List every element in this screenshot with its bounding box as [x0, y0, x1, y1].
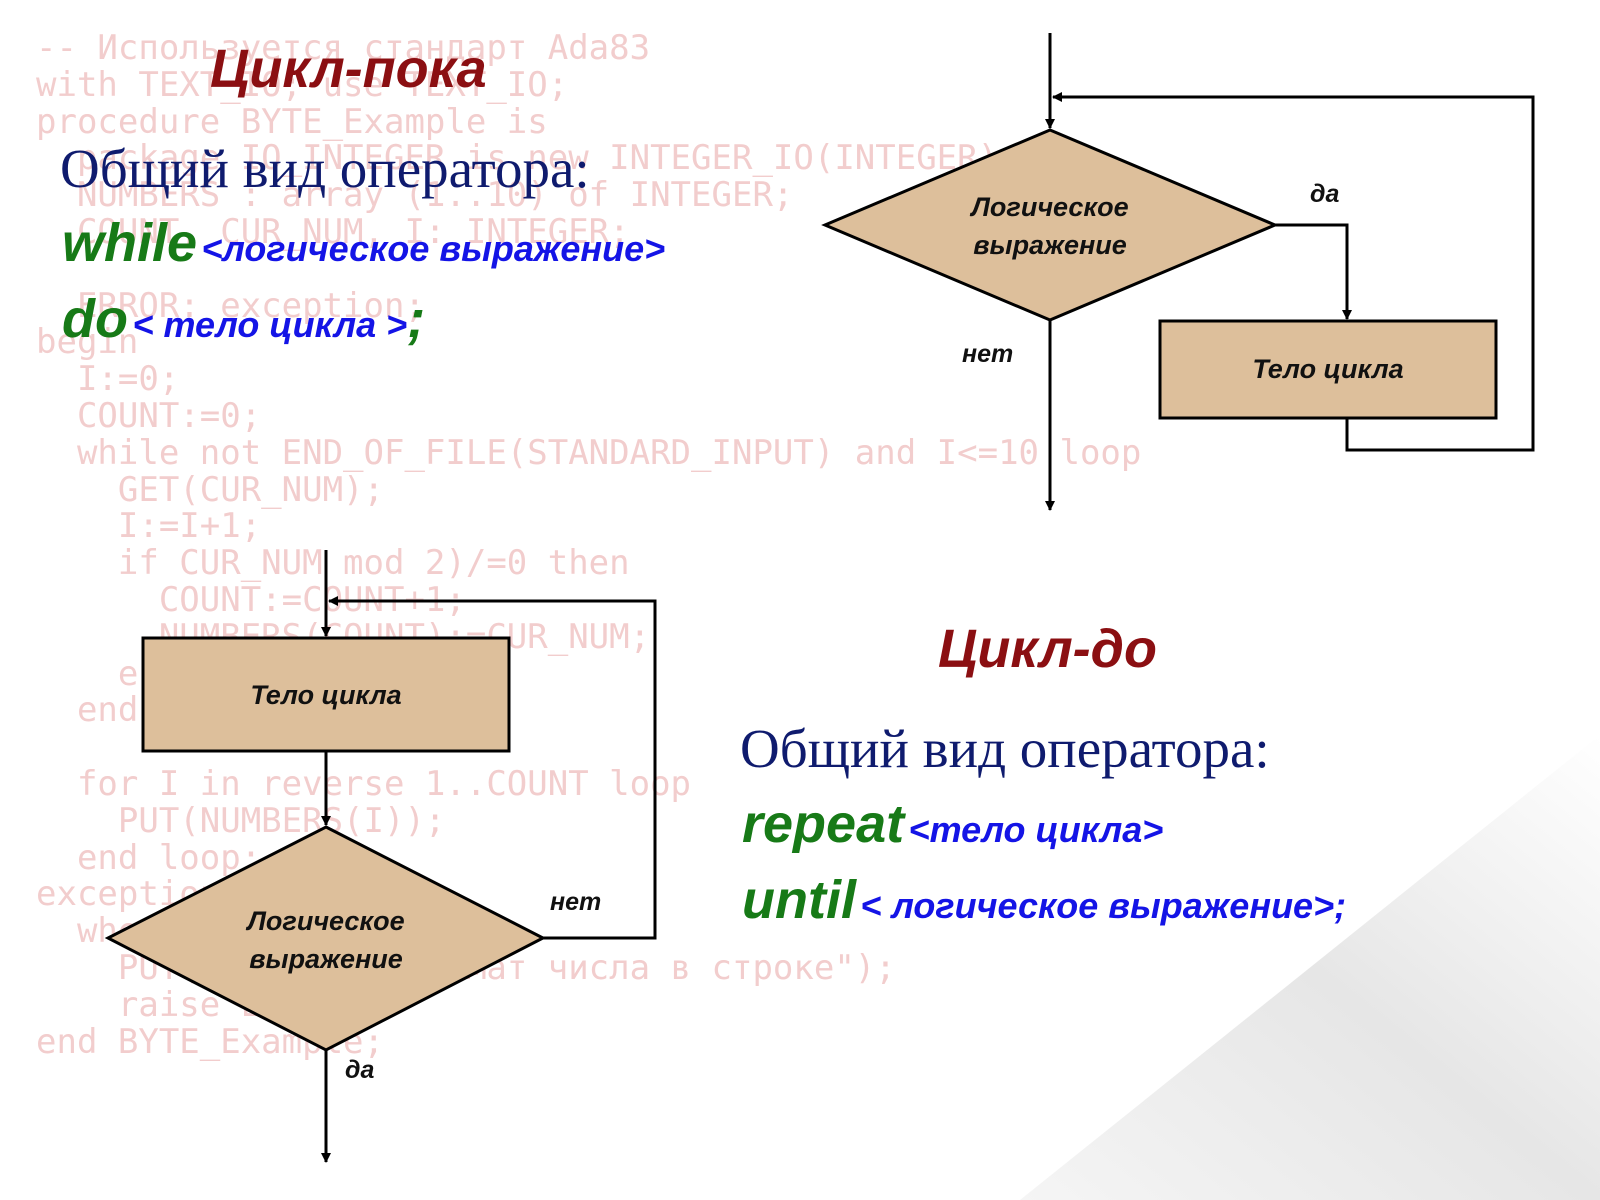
- while-yes-connector: [1275, 223, 1352, 320]
- while-no-label: нет: [962, 340, 1014, 368]
- repeat-condition-placeholder: < логическое выражение>;: [860, 885, 1347, 926]
- repeat-no-label: нет: [550, 888, 602, 916]
- while-body-box: [1158, 319, 1498, 420]
- while-decision-label: Логическое выражение: [900, 188, 1200, 264]
- repeat-body-box: [141, 636, 511, 753]
- while-flowchart: [821, 33, 1535, 511]
- repeat-decision-label-line-1: Логическое: [247, 906, 405, 936]
- while-body-label: Тело цикла: [1252, 354, 1404, 384]
- repeat-subtitle: Общий вид оператора:: [740, 718, 1270, 779]
- while-decision-label-line-1: Логическое: [971, 192, 1129, 222]
- while-keyword: while: [62, 213, 198, 273]
- while-syntax-line-2: do < тело цикла >;: [62, 288, 425, 350]
- repeat-body-placeholder: <тело цикла>: [908, 809, 1164, 850]
- repeat-keyword: repeat: [742, 794, 905, 854]
- repeat-syntax-line-1: repeat <тело цикла>: [742, 793, 1163, 855]
- while-terminator: ;: [407, 289, 426, 349]
- repeat-yes-label: да: [345, 1056, 375, 1084]
- while-title: Цикл-пока: [210, 39, 487, 99]
- repeat-title: Цикл-до: [938, 619, 1158, 679]
- while-condition-placeholder: <логическое выражение>: [201, 228, 666, 269]
- while-loop-back-connector: [1052, 92, 1535, 452]
- repeat-body-label: Тело цикла: [250, 680, 402, 710]
- while-decision-label-line-2: выражение: [973, 230, 1127, 260]
- repeat-no-loop-back-connector: [328, 596, 657, 940]
- while-yes-label: да: [1310, 180, 1340, 208]
- while-body-placeholder: < тело цикла >: [132, 304, 408, 345]
- do-keyword: do: [62, 289, 128, 349]
- until-keyword: until: [742, 870, 856, 930]
- repeat-syntax-line-2: until < логическое выражение>;: [742, 869, 1346, 931]
- repeat-decision-label-line-2: выражение: [249, 944, 403, 974]
- while-syntax-line-1: while <логическое выражение>: [62, 212, 665, 274]
- repeat-flowchart: [104, 550, 657, 1163]
- repeat-decision-label: Логическое выражение: [176, 902, 476, 978]
- while-subtitle: Общий вид оператора:: [60, 138, 590, 199]
